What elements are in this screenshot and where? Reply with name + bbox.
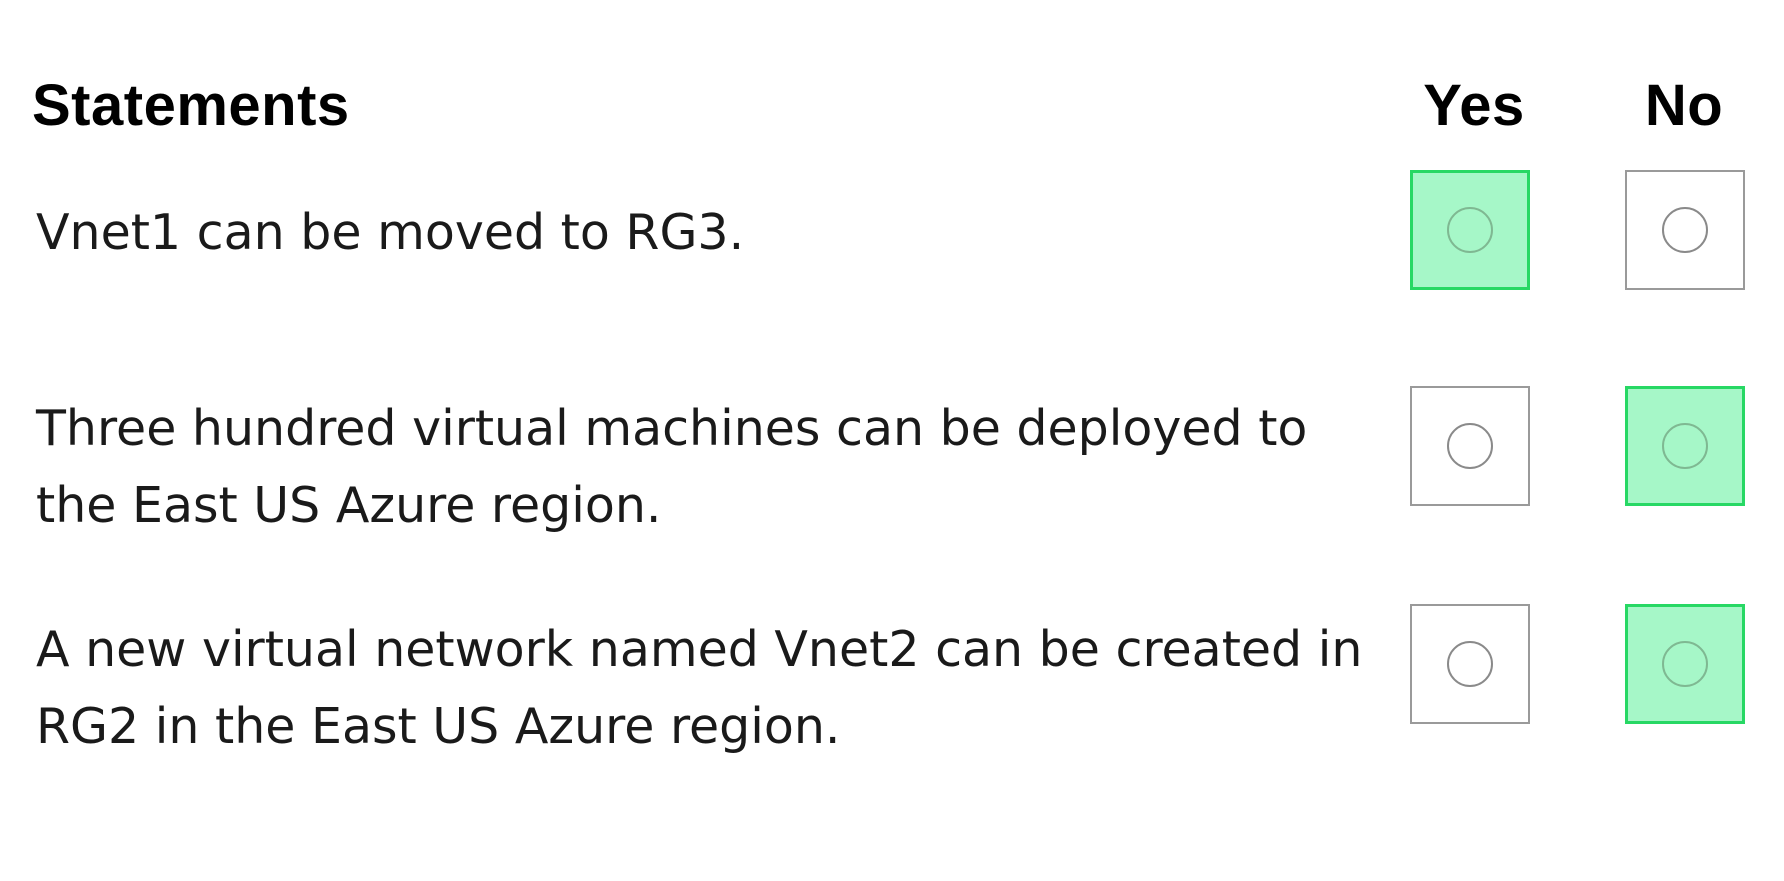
statement-1-yes-option[interactable]	[1410, 170, 1530, 290]
radio-circle-icon	[1447, 207, 1493, 253]
statement-text-1: Vnet1 can be moved to RG3.	[36, 204, 745, 261]
statement-3-no-option[interactable]	[1625, 604, 1745, 724]
radio-circle-icon	[1662, 207, 1708, 253]
statement-text-3: A new virtual network named Vnet2 can be…	[36, 621, 1363, 755]
statement-2-yes-option[interactable]	[1410, 386, 1530, 506]
statement-row-2: Three hundred virtual machines can be de…	[0, 386, 1784, 534]
no-column-header: No	[1644, 73, 1724, 138]
radio-circle-icon	[1662, 641, 1708, 687]
radio-circle-icon	[1447, 423, 1493, 469]
statement-text-2: Three hundred virtual machines can be de…	[36, 400, 1308, 534]
statement-row-1: Vnet1 can be moved to RG3.	[0, 170, 1784, 298]
statement-1-no-option[interactable]	[1625, 170, 1745, 290]
radio-circle-icon	[1447, 641, 1493, 687]
radio-circle-icon	[1662, 423, 1708, 469]
statement-3-yes-option[interactable]	[1410, 604, 1530, 724]
statement-row-3: A new virtual network named Vnet2 can be…	[0, 604, 1784, 755]
statement-2-no-option[interactable]	[1625, 386, 1745, 506]
yes-column-header: Yes	[1423, 73, 1525, 138]
statements-column-header: Statements	[32, 73, 350, 138]
